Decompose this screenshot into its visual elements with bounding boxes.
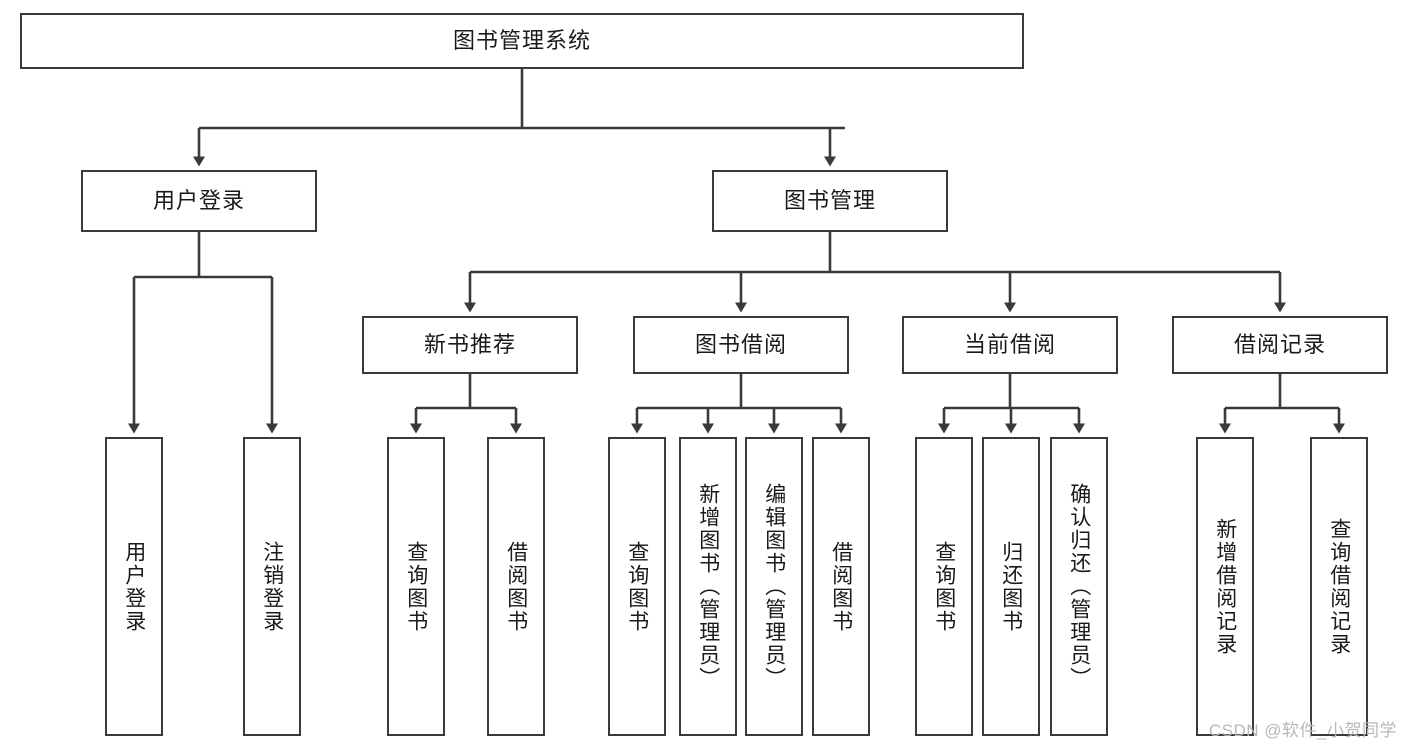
- leaf-add-borrow-record-label: 新增借阅记录: [1213, 517, 1237, 656]
- leaf-confirm-return-label: 确认归还（管理员）: [1067, 483, 1091, 690]
- node-new-book-recommend[interactable]: 新书推荐: [362, 316, 578, 374]
- node-current-borrow-label: 当前借阅: [963, 331, 1056, 357]
- leaf-add-book[interactable]: 新增图书（管理员）: [679, 437, 737, 736]
- leaf-borrow-book-label: 借阅图书: [829, 540, 853, 633]
- leaf-query-borrow-record[interactable]: 查询借阅记录: [1310, 437, 1368, 736]
- leaf-user-login[interactable]: 用户登录: [105, 437, 163, 736]
- node-root-label: 图书管理系统: [452, 27, 591, 53]
- leaf-logout[interactable]: 注销登录: [243, 437, 301, 736]
- leaf-user-login-label: 用户登录: [122, 540, 146, 633]
- leaf-confirm-return[interactable]: 确认归还（管理员）: [1050, 437, 1108, 736]
- leaf-edit-book[interactable]: 编辑图书（管理员）: [745, 437, 803, 736]
- leaf-query-book-current[interactable]: 查询图书: [915, 437, 973, 736]
- leaf-return-book[interactable]: 归还图书: [982, 437, 1040, 736]
- leaf-query-borrow-record-label: 查询借阅记录: [1327, 517, 1351, 656]
- node-book-management[interactable]: 图书管理: [712, 170, 948, 232]
- node-user-login[interactable]: 用户登录: [81, 170, 317, 232]
- leaf-query-book-recommend[interactable]: 查询图书: [387, 437, 445, 736]
- node-root[interactable]: 图书管理系统: [20, 13, 1024, 69]
- node-book-borrow[interactable]: 图书借阅: [633, 316, 849, 374]
- node-book-borrow-label: 图书借阅: [694, 331, 787, 357]
- leaf-query-book-current-label: 查询图书: [932, 540, 956, 633]
- leaf-query-book-recommend-label: 查询图书: [404, 540, 428, 633]
- leaf-add-book-label: 新增图书（管理员）: [696, 483, 720, 690]
- csdn-watermark: CSDN @软件_小贺同学: [1208, 721, 1397, 740]
- leaf-borrow-book-recommend-label: 借阅图书: [504, 540, 528, 633]
- leaf-return-book-label: 归还图书: [999, 540, 1023, 633]
- node-borrow-record-label: 借阅记录: [1233, 331, 1326, 357]
- node-user-login-label: 用户登录: [152, 187, 245, 213]
- node-current-borrow[interactable]: 当前借阅: [902, 316, 1118, 374]
- leaf-borrow-book-recommend[interactable]: 借阅图书: [487, 437, 545, 736]
- node-borrow-record[interactable]: 借阅记录: [1172, 316, 1388, 374]
- leaf-edit-book-label: 编辑图书（管理员）: [762, 483, 786, 690]
- leaf-borrow-book[interactable]: 借阅图书: [812, 437, 870, 736]
- leaf-query-book-borrow[interactable]: 查询图书: [608, 437, 666, 736]
- node-new-book-recommend-label: 新书推荐: [423, 331, 516, 357]
- leaf-logout-label: 注销登录: [260, 540, 284, 633]
- leaf-add-borrow-record[interactable]: 新增借阅记录: [1196, 437, 1254, 736]
- leaf-query-book-borrow-label: 查询图书: [625, 540, 649, 633]
- node-book-management-label: 图书管理: [783, 187, 876, 213]
